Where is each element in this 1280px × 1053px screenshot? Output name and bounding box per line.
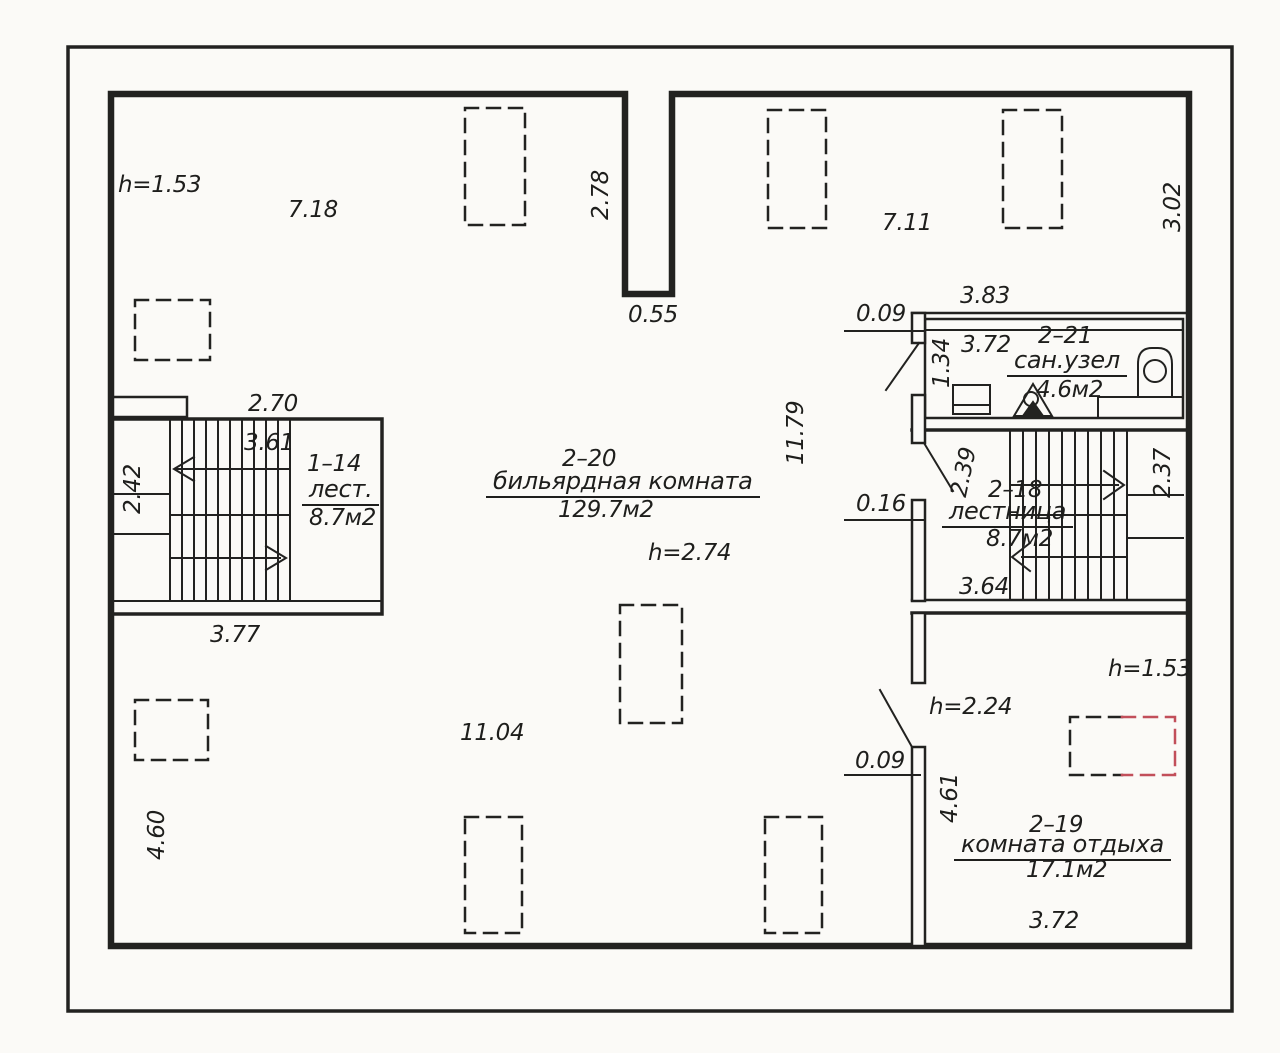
wall-segment-4	[910, 611, 927, 685]
dim-11-04: 11.04	[460, 720, 525, 746]
skylight-dashed-8	[763, 815, 824, 935]
dim-2-39: 2.39	[946, 445, 982, 500]
dim-1-34: 1.34	[929, 337, 955, 388]
dim-3-64: 3.64	[959, 574, 1010, 600]
dim-0-16: 0.16	[856, 491, 907, 517]
skylight-dashed-9-black-part	[1068, 715, 1124, 777]
skylight-dashed-2	[766, 108, 828, 230]
stair-2-18-down-arrow	[1010, 541, 1128, 573]
sink-icon	[952, 384, 991, 415]
dim-3-83: 3.83	[960, 283, 1011, 309]
room-2-18-area: 8.7м2	[986, 526, 1054, 552]
building-outline	[107, 90, 1193, 950]
skylight-dashed-1	[463, 106, 527, 227]
dim-7-18: 7.18	[288, 197, 339, 223]
dim-3-02: 3.02	[1160, 181, 1186, 232]
skylight-dashed-9-red-part	[1120, 715, 1177, 777]
room-2-20-area: 129.7м2	[558, 497, 654, 523]
room-2-18-name: лестница	[942, 497, 1074, 528]
room-2-19-area: 17.1м2	[1026, 857, 1108, 883]
dim-4-61: 4.61	[937, 772, 963, 823]
dim-2-37: 2.37	[1150, 447, 1176, 498]
stair-2-18-up-arrow	[1009, 469, 1126, 501]
dim-0-09-bottom: 0.09	[855, 748, 906, 774]
dim-h-274: h=2.74	[648, 540, 732, 566]
dim-h-224: h=2.24	[929, 694, 1013, 720]
dim-4-60: 4.60	[144, 809, 170, 860]
skylight-dashed-7	[463, 815, 524, 935]
door-swings	[878, 341, 955, 749]
wall-segment-2	[910, 393, 927, 445]
room-1-14-name: лест.	[302, 475, 380, 506]
dim-h-153-top-left: h=1.53	[118, 172, 202, 198]
room-2-21-area: 4.6м2	[1036, 377, 1104, 403]
page-border	[66, 45, 1234, 1013]
wall-segment-3	[910, 498, 927, 603]
stair-1-14-up-arrow	[172, 455, 291, 483]
wall-segment-5	[910, 745, 927, 948]
dim-3-72-bottom: 3.72	[1029, 908, 1080, 934]
door-swing-stair	[922, 441, 955, 493]
stair-1-14-down-arrow	[169, 544, 288, 572]
stair-2-18	[910, 428, 1187, 615]
room-2-19-number: 2–19	[1029, 812, 1084, 838]
door-swing-sanuzel	[884, 341, 921, 392]
door-swing-room-2-19	[878, 688, 914, 749]
dim-2-78: 2.78	[588, 169, 614, 220]
skylight-dashed-3	[1001, 108, 1064, 230]
stair-1-14-landing-stub	[111, 395, 189, 419]
dim-3-77: 3.77	[210, 622, 261, 648]
skylight-dashed-6	[618, 603, 684, 725]
dim-h-153-bottom-right: h=1.53	[1108, 656, 1192, 682]
room-2-19-name: комната отдыха	[954, 830, 1171, 861]
dim-11-79: 11.79	[783, 400, 809, 465]
dim-7-11: 7.11	[882, 210, 933, 236]
shower-icon	[1012, 382, 1054, 417]
interior-walls	[910, 311, 927, 948]
dim-3-61: 3.61	[244, 430, 295, 456]
dim-0-55: 0.55	[628, 302, 679, 328]
stair-1-14-treads	[181, 418, 291, 602]
sanuzel-2-21	[910, 311, 1191, 420]
dim-0-09-sanuzel: 0.09	[856, 301, 907, 327]
room-2-18-number: 2–18	[988, 477, 1043, 503]
skylights	[133, 106, 1177, 935]
room-2-21-number: 2–21	[1038, 323, 1093, 349]
room-1-14-number: 1–14	[307, 451, 362, 477]
room-2-20-name: бильярдная комната	[486, 467, 760, 498]
dimension-leaders	[844, 330, 926, 776]
stair-1-14-box	[110, 417, 384, 616]
toilet-icon	[1137, 347, 1173, 398]
dim-2-70: 2.70	[248, 391, 299, 417]
room-2-21-name: сан.узел	[1007, 346, 1127, 377]
room-2-20-number: 2–20	[562, 446, 617, 472]
dim-2-42: 2.42	[120, 463, 146, 514]
stair-1-14	[110, 395, 384, 616]
dim-3-72-sanuzel: 3.72	[961, 332, 1012, 358]
room-1-14-area: 8.7м2	[309, 505, 377, 531]
